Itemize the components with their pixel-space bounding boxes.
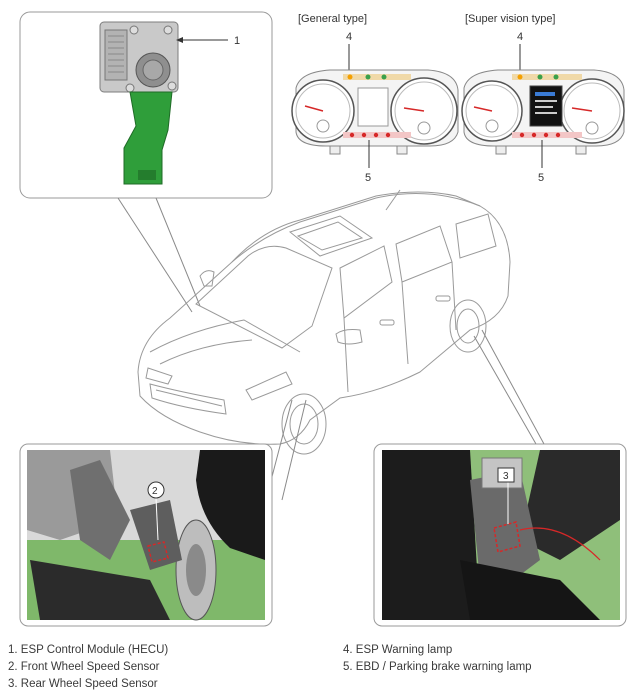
callout-esp-lamp-super: 4 (517, 31, 523, 43)
hecu-module-image (99, 21, 179, 185)
legend-item: 1. ESP Control Module (HECU) (8, 644, 169, 656)
legend-item: 3. Rear Wheel Speed Sensor (8, 678, 158, 690)
hecu-inset: 1 (19, 11, 273, 199)
front-wheel-sensor-photo (27, 450, 265, 621)
legend-item: 4. ESP Warning lamp (343, 644, 453, 656)
callout-ebd-lamp-super: 5 (538, 172, 544, 184)
general-instrument-cluster (291, 69, 459, 155)
callout-esp-lamp-general: 4 (346, 31, 352, 43)
rear-wheel-sensor-inset: 3 (373, 443, 627, 627)
general-type-label: [General type] (298, 13, 367, 25)
legend-item: 2. Front Wheel Speed Sensor (8, 661, 160, 673)
legend-item: 5. EBD / Parking brake warning lamp (343, 661, 532, 673)
callout-rear-sensor: 3 (503, 471, 509, 482)
super-vision-instrument-cluster (461, 69, 625, 155)
super-vision-type-label: [Super vision type] (465, 13, 556, 25)
rear-wheel-sensor-photo (382, 450, 620, 620)
callout-hecu: 1 (234, 35, 240, 47)
legend-right: 4. ESP Warning lamp 5. EBD / Parking bra… (343, 642, 532, 676)
callout-ebd-lamp-general: 5 (365, 172, 371, 184)
front-wheel-sensor-inset: 2 (19, 443, 273, 627)
vehicle-outline (137, 189, 511, 455)
legend-left: 1. ESP Control Module (HECU) 2. Front Wh… (8, 642, 168, 693)
callout-front-sensor: 2 (152, 486, 158, 497)
